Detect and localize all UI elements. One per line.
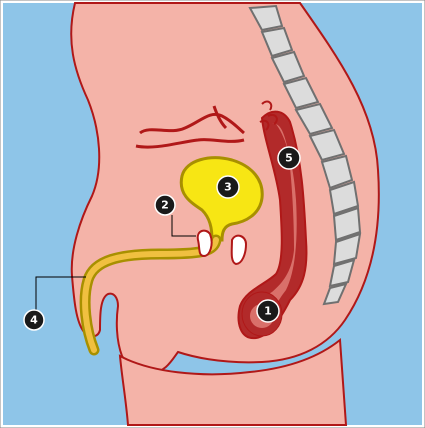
svg-text:4: 4 bbox=[30, 314, 38, 327]
marker-3: 3 bbox=[217, 176, 239, 198]
svg-text:5: 5 bbox=[285, 152, 293, 165]
svg-text:3: 3 bbox=[224, 181, 232, 194]
svg-text:2: 2 bbox=[161, 199, 169, 212]
marker-5: 5 bbox=[278, 147, 300, 169]
marker-1: 1 bbox=[257, 300, 279, 322]
svg-text:1: 1 bbox=[264, 305, 272, 318]
marker-4: 4 bbox=[24, 310, 44, 330]
gland-left bbox=[198, 231, 212, 256]
marker-2: 2 bbox=[155, 195, 175, 215]
